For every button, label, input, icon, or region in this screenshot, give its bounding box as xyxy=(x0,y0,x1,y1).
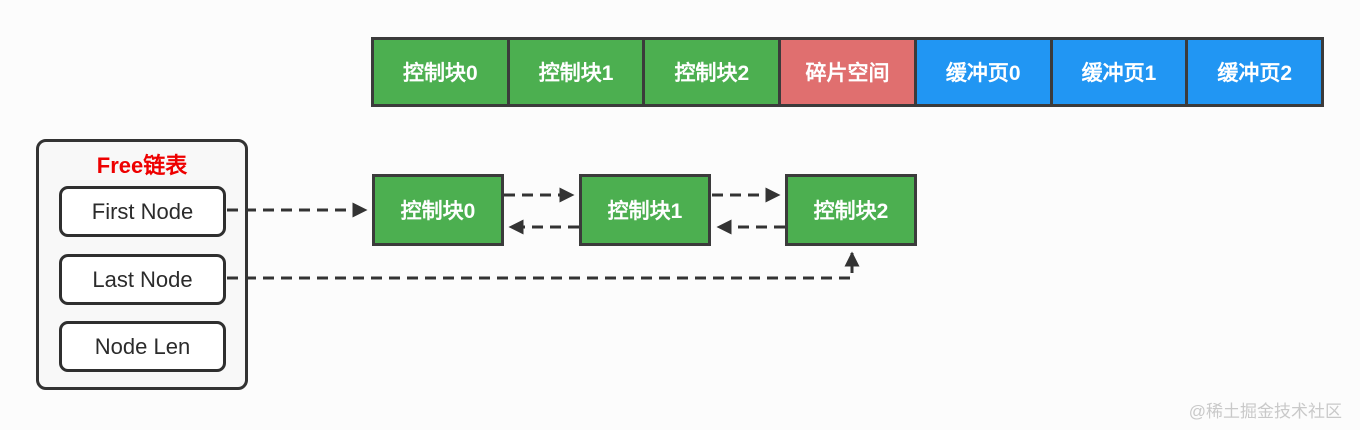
list-node-control-2: 控制块2 xyxy=(785,174,917,246)
memory-block-control-0: 控制块0 xyxy=(371,37,510,107)
list-node-control-1: 控制块1 xyxy=(579,174,711,246)
free-list-title: Free链表 xyxy=(96,153,188,178)
memory-block-buffer-1: 缓冲页1 xyxy=(1049,37,1189,107)
memory-block-control-2: 控制块2 xyxy=(642,37,782,107)
last-node-pointer-arrow xyxy=(227,251,860,280)
memory-row: 控制块0 控制块1 控制块2 碎片空间 缓冲页0 缓冲页1 缓冲页2 xyxy=(371,37,1325,107)
free-list-panel: Free链表 First Node Last Node Node Len xyxy=(36,139,248,390)
watermark: @稀土掘金技术社区 xyxy=(1188,402,1342,421)
memory-block-fragment: 碎片空间 xyxy=(778,37,917,107)
list-node-control-0: 控制块0 xyxy=(372,174,504,246)
memory-block-buffer-0: 缓冲页0 xyxy=(913,37,1053,107)
last-node-box: Last Node xyxy=(59,254,226,305)
node-len-box: Node Len xyxy=(59,321,226,372)
first-node-box: First Node xyxy=(59,186,226,237)
memory-block-control-1: 控制块1 xyxy=(506,37,646,107)
memory-block-buffer-2: 缓冲页2 xyxy=(1185,37,1325,107)
